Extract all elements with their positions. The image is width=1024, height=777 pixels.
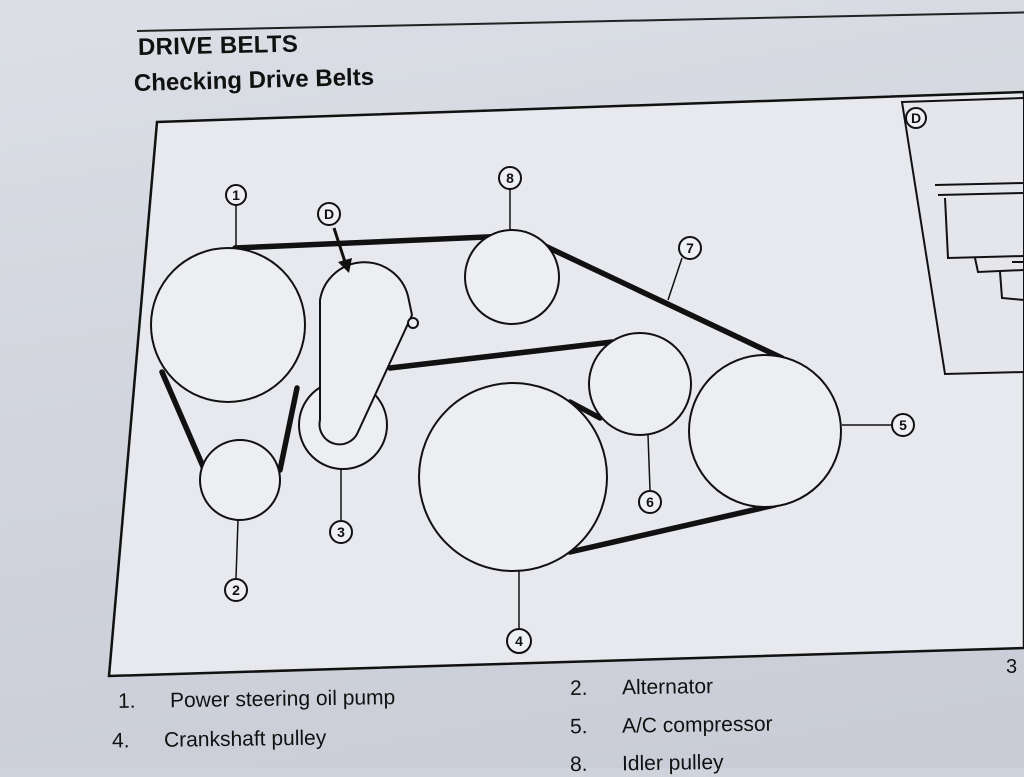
- callout-2: 2: [232, 582, 240, 598]
- callout-5-circle: [891, 413, 915, 437]
- callout-8: 8: [506, 170, 514, 186]
- legend-item-label: Crankshaft pulley: [163, 726, 327, 752]
- crankshaft-pulley: [418, 382, 608, 572]
- callout-2-circle: [224, 578, 248, 602]
- callout-view: D: [324, 206, 334, 222]
- callout-1: 1: [232, 187, 240, 203]
- legend-item-label: Power steering oil pump: [169, 686, 396, 713]
- callout-6: 6: [646, 494, 654, 510]
- idler-pulley: [464, 229, 560, 325]
- callout-circles: [224, 107, 927, 654]
- legend-item-number: 4.: [111, 729, 130, 753]
- callout-3: 3: [337, 524, 345, 540]
- callout-7-circle: [678, 236, 702, 260]
- legend-item-5: 5. A/C compressor: [570, 713, 773, 740]
- legend-item-1: 1. Power steering oil pump: [118, 686, 396, 714]
- leader-lines: [235, 189, 892, 630]
- callout-7: 7: [686, 240, 694, 256]
- view-arrow: [332, 227, 352, 273]
- page-number-fragment: 3: [1006, 656, 1018, 678]
- callout-3-circle: [329, 520, 353, 544]
- legend-item-label: A/C compressor: [621, 712, 773, 738]
- belt-right-upper: [542, 243, 785, 361]
- belt-top: [232, 233, 513, 251]
- callout-1-circle: [225, 184, 247, 206]
- legend-item-number: 5.: [569, 715, 588, 739]
- pulley-6: [588, 332, 692, 436]
- drive-belts: [159, 233, 785, 555]
- legend-item-label: Idler pulley: [621, 750, 724, 776]
- legend-item-label: Alternator: [621, 675, 714, 700]
- belt-bottom: [567, 502, 778, 555]
- callout-6-circle: [638, 490, 662, 514]
- belt-middle: [387, 339, 615, 371]
- belt-left-inner: [277, 385, 300, 473]
- callout-inset-view: D: [911, 110, 921, 126]
- callout-8-circle: [498, 166, 522, 190]
- legend-item-number: 1.: [117, 689, 136, 713]
- legend-item-2: 2. Alternator: [570, 675, 713, 701]
- power-steering-pump-pulley: [150, 247, 306, 403]
- belt-left-outer: [159, 369, 211, 481]
- tensioner-arm: [318, 261, 414, 446]
- alternator-pulley: [199, 439, 281, 521]
- legend-item-4: 4. Crankshaft pulley: [112, 727, 327, 754]
- legend-item-number: 2.: [569, 676, 588, 700]
- callout-5: 5: [899, 417, 907, 433]
- ac-compressor-pulley: [688, 354, 842, 508]
- callout-4-circle: [506, 628, 532, 654]
- inset-frame: [900, 96, 1024, 376]
- belt-crank-idler: [567, 399, 603, 421]
- callout-4: 4: [515, 633, 523, 649]
- inset-detail: [934, 182, 1024, 301]
- callout-inset-view-circle: [905, 107, 927, 129]
- legend-item-number: 8.: [569, 752, 588, 777]
- tensioner-bolt: [407, 317, 419, 329]
- callout-view-circle: [317, 202, 341, 226]
- legend-item-8: 8. Idler pulley: [570, 751, 724, 777]
